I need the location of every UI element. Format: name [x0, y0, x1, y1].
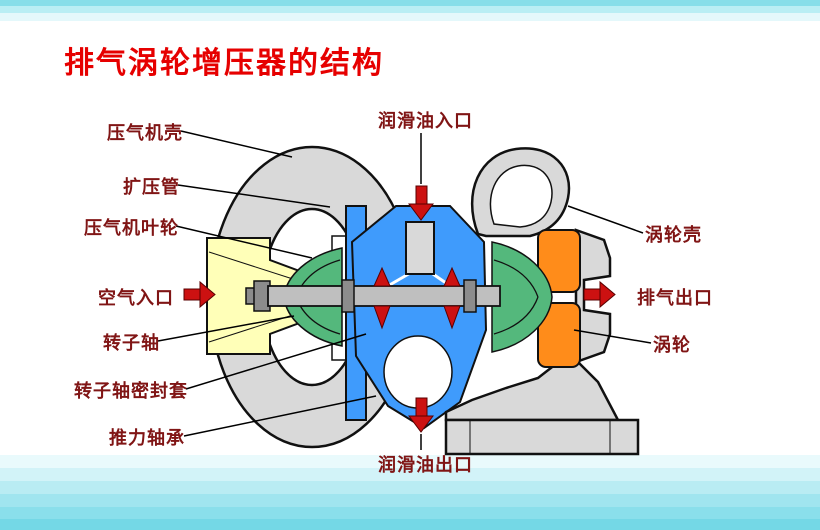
turbine-housing-base	[444, 418, 640, 456]
label-turbine-housing: 涡轮壳	[645, 225, 702, 245]
label-rotor-shaft-seal: 转子轴密封套	[74, 381, 188, 401]
label-compressor-impeller: 压气机叶轮	[84, 218, 179, 238]
leader-line-rotor-shaft	[157, 315, 295, 342]
label-exhaust-outlet: 排气出口	[637, 288, 713, 308]
label-compressor-housing: 压气机壳	[107, 123, 183, 143]
turbine-wheel	[491, 241, 553, 353]
turbine-blade-line	[493, 296, 539, 335]
turbine-scroll-cavity	[489, 164, 553, 228]
label-diffuser: 扩压管	[123, 177, 180, 197]
label-turbine: 涡轮	[653, 335, 691, 355]
seal-ring	[373, 305, 391, 330]
label-rotor-shaft: 转子轴	[103, 333, 160, 353]
label-air-inlet: 空气入口	[98, 288, 174, 308]
turbine-housing-column	[574, 228, 612, 364]
seal-ring	[443, 305, 461, 330]
label-oil-inlet: 润滑油入口	[378, 111, 473, 131]
oil-outlet-arrow	[408, 397, 434, 433]
leader-line-compressor-impeller	[175, 225, 313, 259]
seal-ring	[373, 266, 391, 287]
duct-cone-line	[208, 251, 297, 281]
oil-cavity	[383, 335, 453, 409]
oil-inlet-arrow	[408, 185, 434, 221]
turbine-blade-line	[493, 259, 539, 298]
label-thrust-bearing: 推力轴承	[109, 428, 185, 448]
oil-inlet-pipe	[405, 221, 435, 275]
shaft-collar	[341, 279, 355, 313]
air-flow-arrow	[183, 280, 216, 309]
exhaust-flow-arrow	[583, 280, 616, 309]
page-title: 排气涡轮增压器的结构	[64, 47, 384, 80]
leader-line-diffuser	[177, 184, 331, 208]
label-oil-outlet: 润滑油出口	[378, 455, 473, 475]
leader-line-rotor-shaft-seal	[185, 333, 367, 390]
turbine-volute-upper	[537, 229, 581, 293]
leader-line-turbine-housing	[567, 205, 644, 234]
leader-line-turbine	[573, 329, 652, 344]
turbine-volute-lower	[537, 302, 581, 368]
leader-line-thrust-bearing	[183, 395, 377, 437]
shaft-collar	[463, 279, 477, 313]
leader-line-compressor-housing	[180, 130, 293, 158]
seal-ring	[443, 266, 461, 287]
